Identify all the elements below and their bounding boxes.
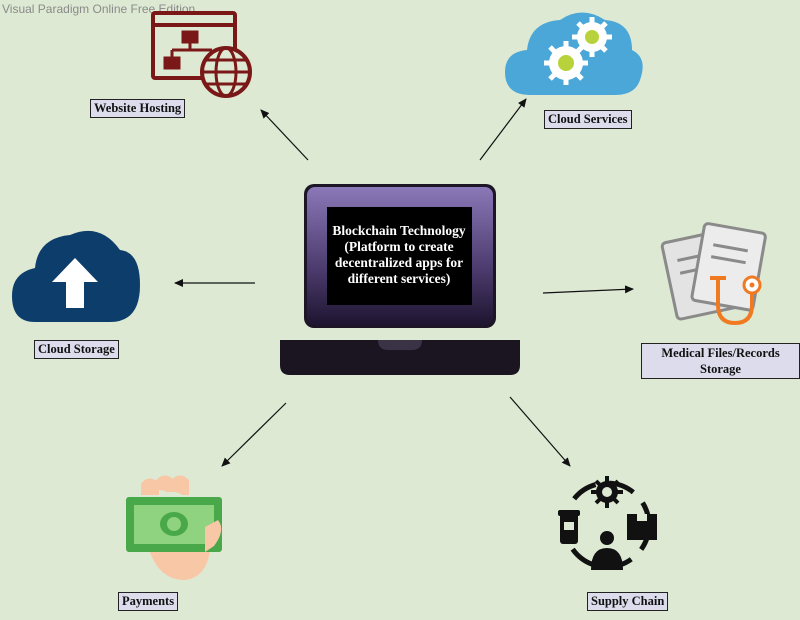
label-medical-records: Medical Files/Records Storage (641, 343, 800, 379)
arrow-to-payments (221, 402, 287, 467)
connector-arrows (174, 98, 634, 467)
label-cloud-services: Cloud Services (544, 110, 632, 129)
label-supply-chain: Supply Chain (587, 592, 669, 611)
label-website-hosting: Website Hosting (90, 99, 186, 118)
cloud-storage-icon (12, 230, 140, 322)
medical-records-icon (660, 222, 767, 325)
arrow-to-medical (542, 285, 634, 294)
website-hosting-icon (151, 11, 252, 98)
center-blockchain-text: Blockchain Technology (Platform to creat… (332, 223, 466, 286)
arrow-to-supply-chain (509, 396, 571, 467)
label-cloud-storage: Cloud Storage (34, 340, 119, 359)
arrow-to-website-hosting (260, 109, 309, 161)
supply-chain-icon (558, 476, 657, 570)
arrow-to-cloud-services (479, 98, 527, 161)
cloud-services-icon (505, 12, 643, 95)
payments-icon (126, 475, 222, 580)
label-payments: Payments (118, 592, 179, 611)
laptop-icon (280, 184, 520, 375)
watermark: Visual Paradigm Online Free Edition (2, 2, 196, 16)
